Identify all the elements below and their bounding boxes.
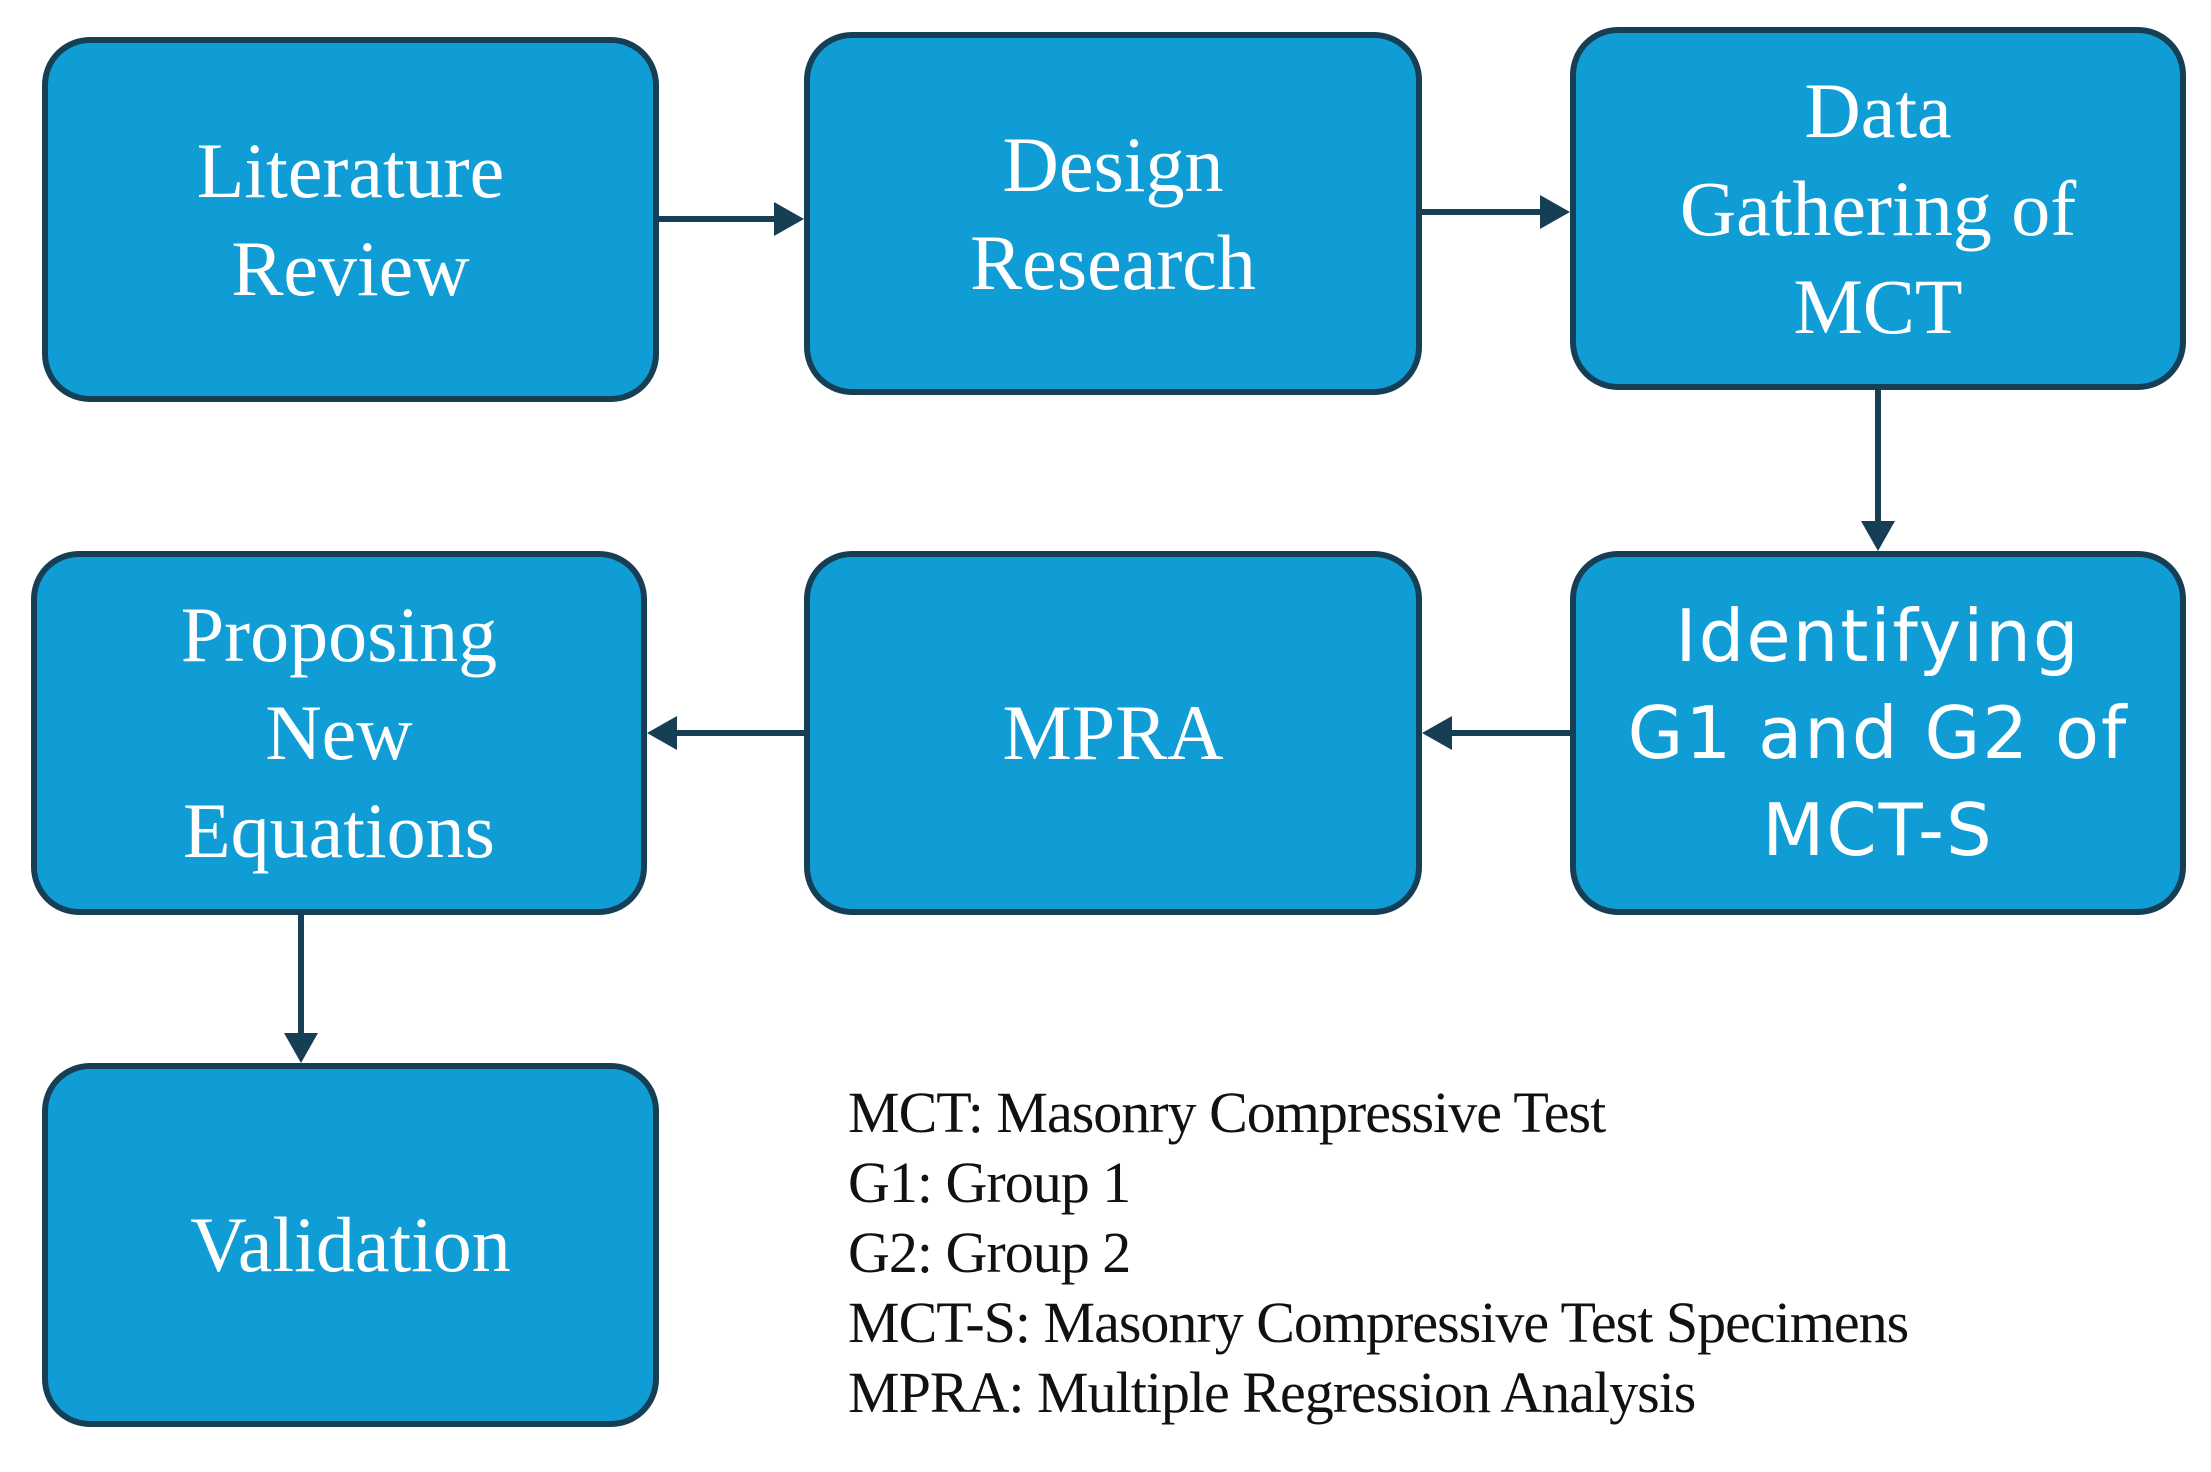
legend-item-mpra: MPRA: Multiple Regression Analysis: [848, 1360, 1696, 1425]
node-identifying-groups-label: Identifying G1 and G2 of MCT-S: [1627, 593, 2129, 872]
node-mpra: MPRA: [804, 551, 1422, 915]
arrow-mpra-to-proposing: [647, 716, 804, 750]
legend-item-mct: MCT: Masonry Compressive Test: [848, 1080, 1606, 1145]
node-proposing-equations: Proposing New Equations: [31, 551, 647, 915]
node-validation: Validation: [42, 1063, 659, 1427]
node-data-gathering-label: Data Gathering of MCT: [1679, 66, 2077, 350]
legend-item-mct-s: MCT-S: Masonry Compressive Test Specimen…: [848, 1290, 1909, 1355]
node-design-research: Design Research: [804, 32, 1422, 395]
node-identifying-groups: Identifying G1 and G2 of MCT-S: [1570, 551, 2186, 915]
legend: MCT: Masonry Compressive Test G1: Group …: [848, 1078, 1909, 1428]
node-literature-review: Literature Review: [42, 37, 659, 402]
legend-item-g2: G2: Group 2: [848, 1220, 1131, 1285]
node-design-research-label: Design Research: [970, 120, 1256, 306]
arrow-identify-to-mpra: [1422, 716, 1570, 750]
arrow-data-to-identify: [1861, 390, 1895, 551]
node-mpra-label: MPRA: [1002, 689, 1224, 776]
arrow-proposing-to-validation: [284, 915, 318, 1063]
arrow-literature-to-design: [659, 202, 804, 236]
node-validation-label: Validation: [190, 1201, 511, 1288]
legend-item-g1: G1: Group 1: [848, 1150, 1131, 1215]
node-literature-review-label: Literature Review: [196, 126, 505, 312]
arrow-design-to-data: [1422, 195, 1570, 229]
node-proposing-equations-label: Proposing New Equations: [180, 591, 498, 874]
node-data-gathering: Data Gathering of MCT: [1570, 27, 2186, 390]
